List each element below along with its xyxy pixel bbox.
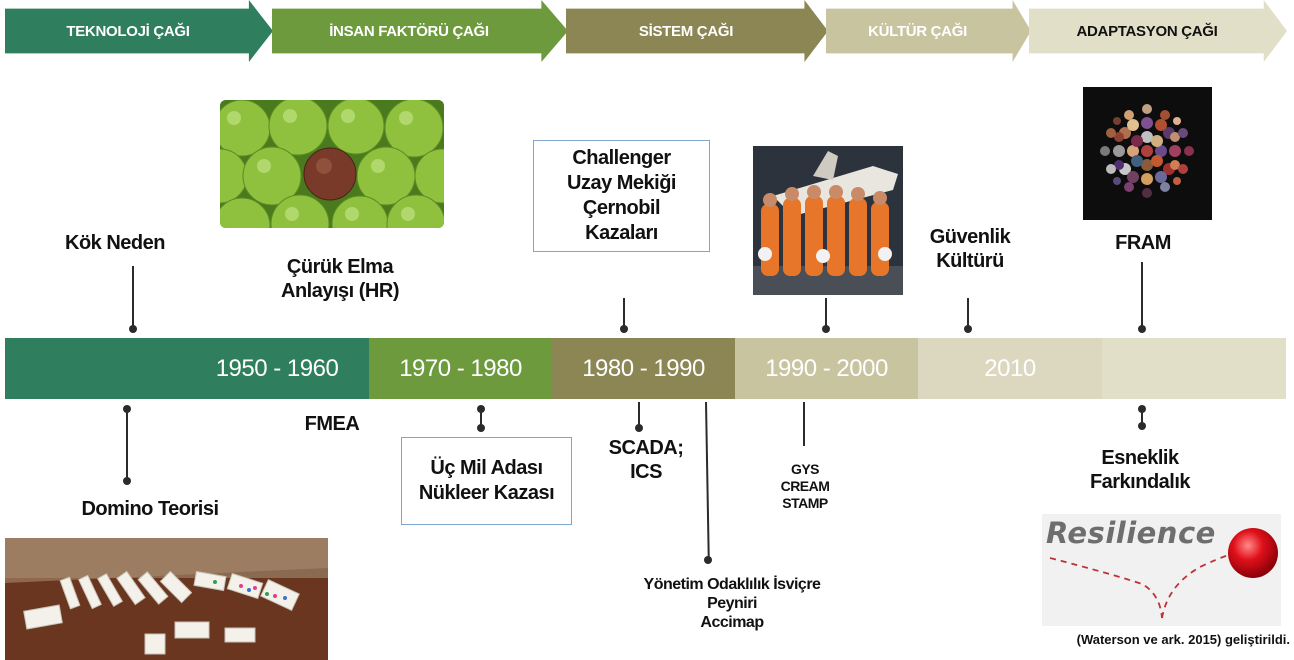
label-curuk-elma: Çürük Elma Anlayışı (HR): [281, 256, 399, 302]
era-label: ADAPTASYON ÇAĞI: [1076, 22, 1218, 40]
label-fram: FRAM: [1115, 232, 1171, 254]
era-arrow-teknoloji: TEKNOLOJİ ÇAĞI: [5, 0, 273, 62]
connector: [623, 298, 625, 330]
era-arrow-adaptasyon: ADAPTASYON ÇAĞI: [1029, 0, 1287, 62]
label-scada-ics: SCADA; ICS: [608, 437, 684, 483]
era-label: KÜLTÜR ÇAĞI: [868, 22, 967, 40]
label-esneklik-farkindalik: Esneklik Farkındalık: [1089, 447, 1191, 493]
connector: [967, 298, 969, 330]
shuttle-crew-image: [753, 146, 903, 295]
era-label: SİSTEM ÇAĞI: [638, 22, 734, 40]
timeline-segment-end: [1102, 338, 1286, 399]
connector-dot: [477, 424, 485, 432]
rotten-apple-image: [220, 100, 444, 228]
label-gys-cream-stamp: GYS CREAM STAMP: [780, 461, 830, 511]
timeline-label: 1970 - 1980: [399, 354, 522, 382]
timeline-segment-1970: 1970 - 1980: [369, 338, 554, 399]
challenger-chernobyl-box: Challenger Uzay Mekiği Çernobil Kazaları: [533, 140, 710, 252]
connector: [1141, 408, 1143, 428]
connector: [825, 298, 827, 330]
era-arrow-sistem: SİSTEM ÇAĞI: [566, 0, 828, 62]
connector: [480, 408, 482, 430]
label-guvenlik-kulturu: Güvenlik Kültürü: [929, 226, 1011, 272]
label-yonetim-odaklilik: Yönetim Odaklılık İsviçre Peyniri Accima…: [643, 576, 821, 632]
citation: (Waterson ve ark. 2015) geliştirildi.: [1076, 632, 1290, 647]
connector: [132, 266, 134, 330]
red-ball-icon: [1228, 528, 1278, 578]
connector-dot: [822, 325, 830, 333]
domino-image: [5, 538, 328, 660]
timeline-label: 1980 - 1990: [582, 354, 705, 382]
connector-dot: [129, 325, 137, 333]
connector-dot: [620, 325, 628, 333]
timeline-segment-1990: 1990 - 2000: [735, 338, 920, 399]
three-mile-island-box: Üç Mil Adası Nükleer Kazası: [401, 437, 572, 525]
timeline-segment-1980: 1980 - 1990: [552, 338, 737, 399]
timeline-segment-2010: 2010: [918, 338, 1104, 399]
connector: [126, 408, 128, 482]
era-arrow-insan: İNSAN FAKTÖRÜ ÇAĞI: [272, 0, 568, 62]
label-kok-neden: Kök Neden: [65, 232, 165, 254]
connector-dot: [704, 556, 712, 564]
resilience-logo-text: Resilience: [1046, 516, 1216, 550]
fram-mosaic-image: [1083, 87, 1212, 220]
connector: [803, 402, 805, 446]
connector-dot: [635, 424, 643, 432]
connector-dot: [123, 477, 131, 485]
era-label: TEKNOLOJİ ÇAĞI: [66, 22, 190, 40]
connector: [1141, 262, 1143, 330]
era-label: İNSAN FAKTÖRÜ ÇAĞI: [329, 22, 489, 40]
era-arrow-kultur: KÜLTÜR ÇAĞI: [826, 0, 1031, 62]
timeline-segment-0: [5, 338, 187, 399]
connector-dot: [964, 325, 972, 333]
resilience-logo: Resilience: [1042, 514, 1281, 626]
timeline-label: 2010: [984, 354, 1036, 382]
label-domino-teorisi: Domino Teorisi: [81, 498, 219, 520]
timeline-label: 1990 - 2000: [765, 354, 888, 382]
timeline-segment-1950: 1950 - 1960: [185, 338, 371, 399]
connector: [705, 401, 710, 560]
timeline-label: 1950 - 1960: [215, 354, 339, 382]
connector-dot: [1138, 422, 1146, 430]
label-fmea: FMEA: [304, 413, 360, 435]
connector: [638, 402, 640, 430]
connector-dot: [1138, 325, 1146, 333]
